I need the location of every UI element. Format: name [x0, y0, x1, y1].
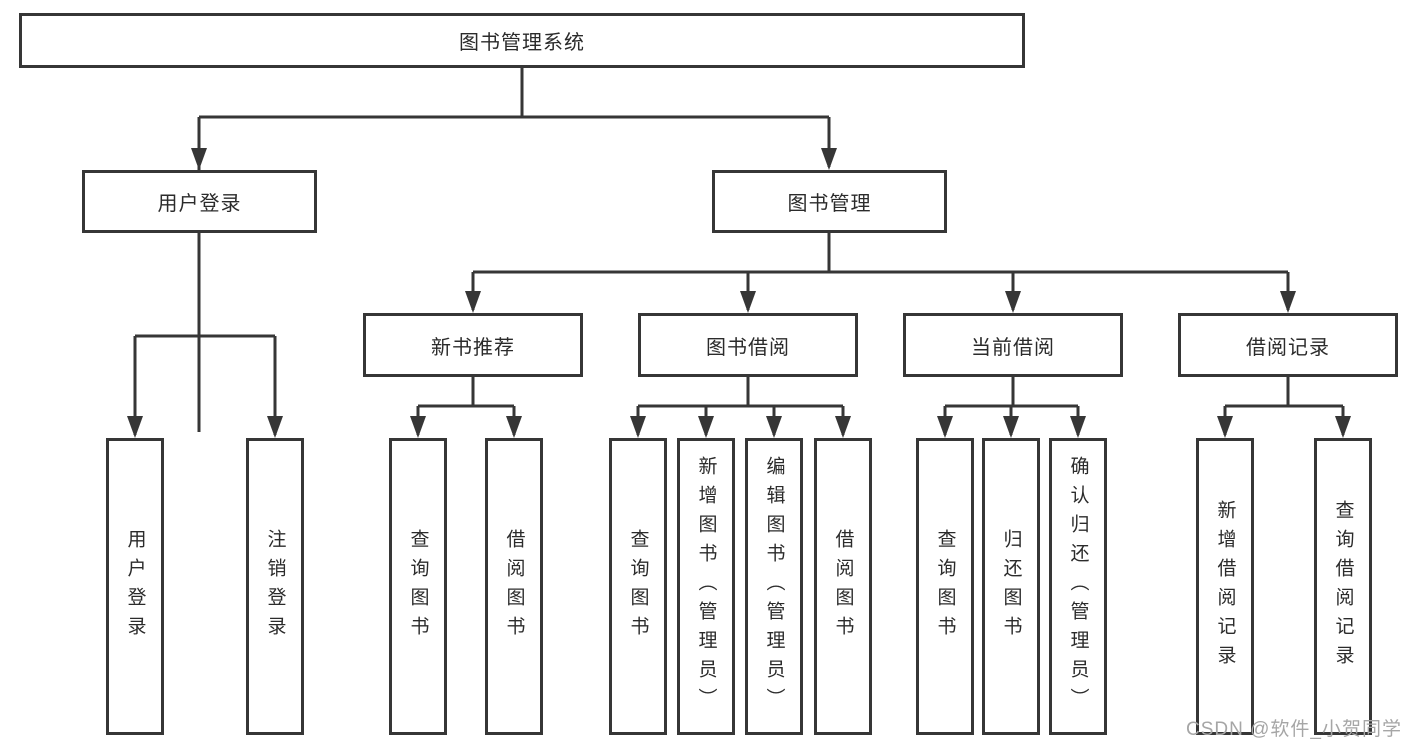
leaf-add-borrow-record: 新增借阅记录: [1196, 438, 1254, 735]
leaf-label: 确认归还（管理员）: [1067, 456, 1089, 717]
leaf-borrow-books-recommend: 借阅图书: [485, 438, 543, 735]
leaf-label: 用户登录: [124, 528, 146, 645]
arrowhead-icons: [127, 148, 1351, 438]
leaf-return-books: 归还图书: [982, 438, 1040, 735]
leaf-add-books-admin: 新增图书（管理员）: [677, 438, 735, 735]
leaf-user-login: 用户登录: [106, 438, 164, 735]
leaf-label: 借阅图书: [503, 528, 525, 645]
leaf-query-borrow-record: 查询借阅记录: [1314, 438, 1372, 735]
leaf-edit-books-admin: 编辑图书（管理员）: [745, 438, 803, 735]
node-book-borrow: 图书借阅: [638, 313, 858, 377]
leaf-borrow-books: 借阅图书: [814, 438, 872, 735]
leaf-query-books-current: 查询图书: [916, 438, 974, 735]
node-root-system: 图书管理系统: [19, 13, 1025, 68]
leaf-query-books-recommend: 查询图书: [389, 438, 447, 735]
leaf-logout: 注销登录: [246, 438, 304, 735]
node-new-book-recommend: 新书推荐: [363, 313, 583, 377]
node-user-login: 用户登录: [82, 170, 317, 233]
leaf-label: 注销登录: [264, 528, 286, 645]
leaf-label: 借阅图书: [832, 528, 854, 645]
csdn-watermark: CSDN @软件_小贺同学: [1186, 719, 1402, 740]
leaf-label: 编辑图书（管理员）: [763, 456, 785, 717]
leaf-query-books-borrow: 查询图书: [609, 438, 667, 735]
leaf-label: 查询借阅记录: [1332, 499, 1354, 674]
leaf-label: 查询图书: [407, 528, 429, 645]
leaf-label: 查询图书: [627, 528, 649, 645]
node-book-management: 图书管理: [712, 170, 947, 233]
leaf-label: 新增借阅记录: [1214, 499, 1236, 674]
node-borrow-records: 借阅记录: [1178, 313, 1398, 377]
leaf-label: 新增图书（管理员）: [695, 456, 717, 717]
node-current-borrow: 当前借阅: [903, 313, 1123, 377]
leaf-label: 查询图书: [934, 528, 956, 645]
leaf-confirm-return-admin: 确认归还（管理员）: [1049, 438, 1107, 735]
leaf-label: 归还图书: [1000, 528, 1022, 645]
